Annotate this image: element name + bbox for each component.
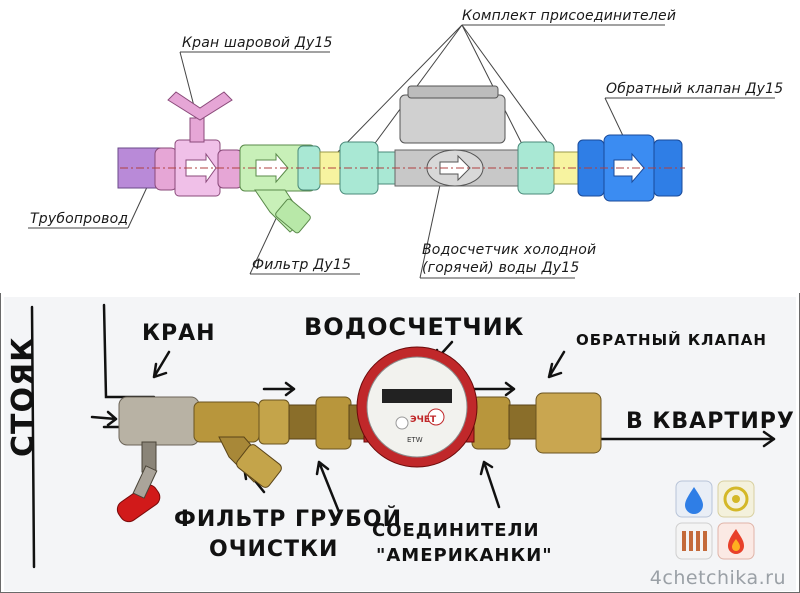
label-check-valve: Обратный клапан Ду15 <box>606 81 784 97</box>
label-riser: СТОЯК <box>6 336 41 457</box>
leader-lines <box>28 24 775 279</box>
label-connectors-line1: СОЕДИНИТЕЛИ <box>372 520 540 541</box>
label-filter-line1: ФИЛЬТР ГРУБОЙ <box>174 507 403 532</box>
label-meter: ВОДОСЧЕТЧИК <box>304 313 525 341</box>
brass-assembly <box>118 392 602 488</box>
label-to-apartment: В КВАРТИРУ <box>626 409 795 434</box>
schematic-drawing <box>28 24 775 279</box>
water-meter-shape <box>394 85 521 187</box>
photo-drawing: ЭЧЕТ ETW <box>30 303 776 569</box>
filter-shape <box>239 144 316 234</box>
label-filter-line2: ОЧИСТКИ <box>209 537 339 562</box>
utility-icons <box>674 479 758 563</box>
watermark: 4chetchika.ru <box>649 567 786 589</box>
label-ball-valve: Кран шаровой Ду15 <box>182 35 333 51</box>
meter-model: ETW <box>407 436 423 444</box>
schematic-diagram: Кран шаровой Ду15 Комплект присоединител… <box>0 0 800 293</box>
label-connector-set: Комплект присоединителей <box>462 8 677 24</box>
label-meter-line1: Водосчетчик холодной <box>422 242 597 258</box>
label-valve: КРАН <box>142 321 216 346</box>
label-check-valve-photo: ОБРАТНЫЙ КЛАПАН <box>576 331 767 349</box>
meter-brand: ЭЧЕТ <box>410 415 437 425</box>
valve-red-handle <box>116 441 161 523</box>
label-meter-line2: (горячей) воды Ду15 <box>422 260 580 276</box>
label-pipeline: Трубопровод <box>30 211 129 227</box>
label-filter: Фильтр Ду15 <box>252 257 352 273</box>
label-connectors-line2: "АМЕРИКАНКИ" <box>376 545 553 566</box>
annotated-photo: ЭЧЕТ ETW СТОЯК КРАН ВОДОСЧЕТЧИК ОБРАТНЫЙ… <box>4 297 796 591</box>
ball-valve-shape <box>154 91 243 197</box>
meter-body: ЭЧЕТ ETW <box>356 346 478 468</box>
